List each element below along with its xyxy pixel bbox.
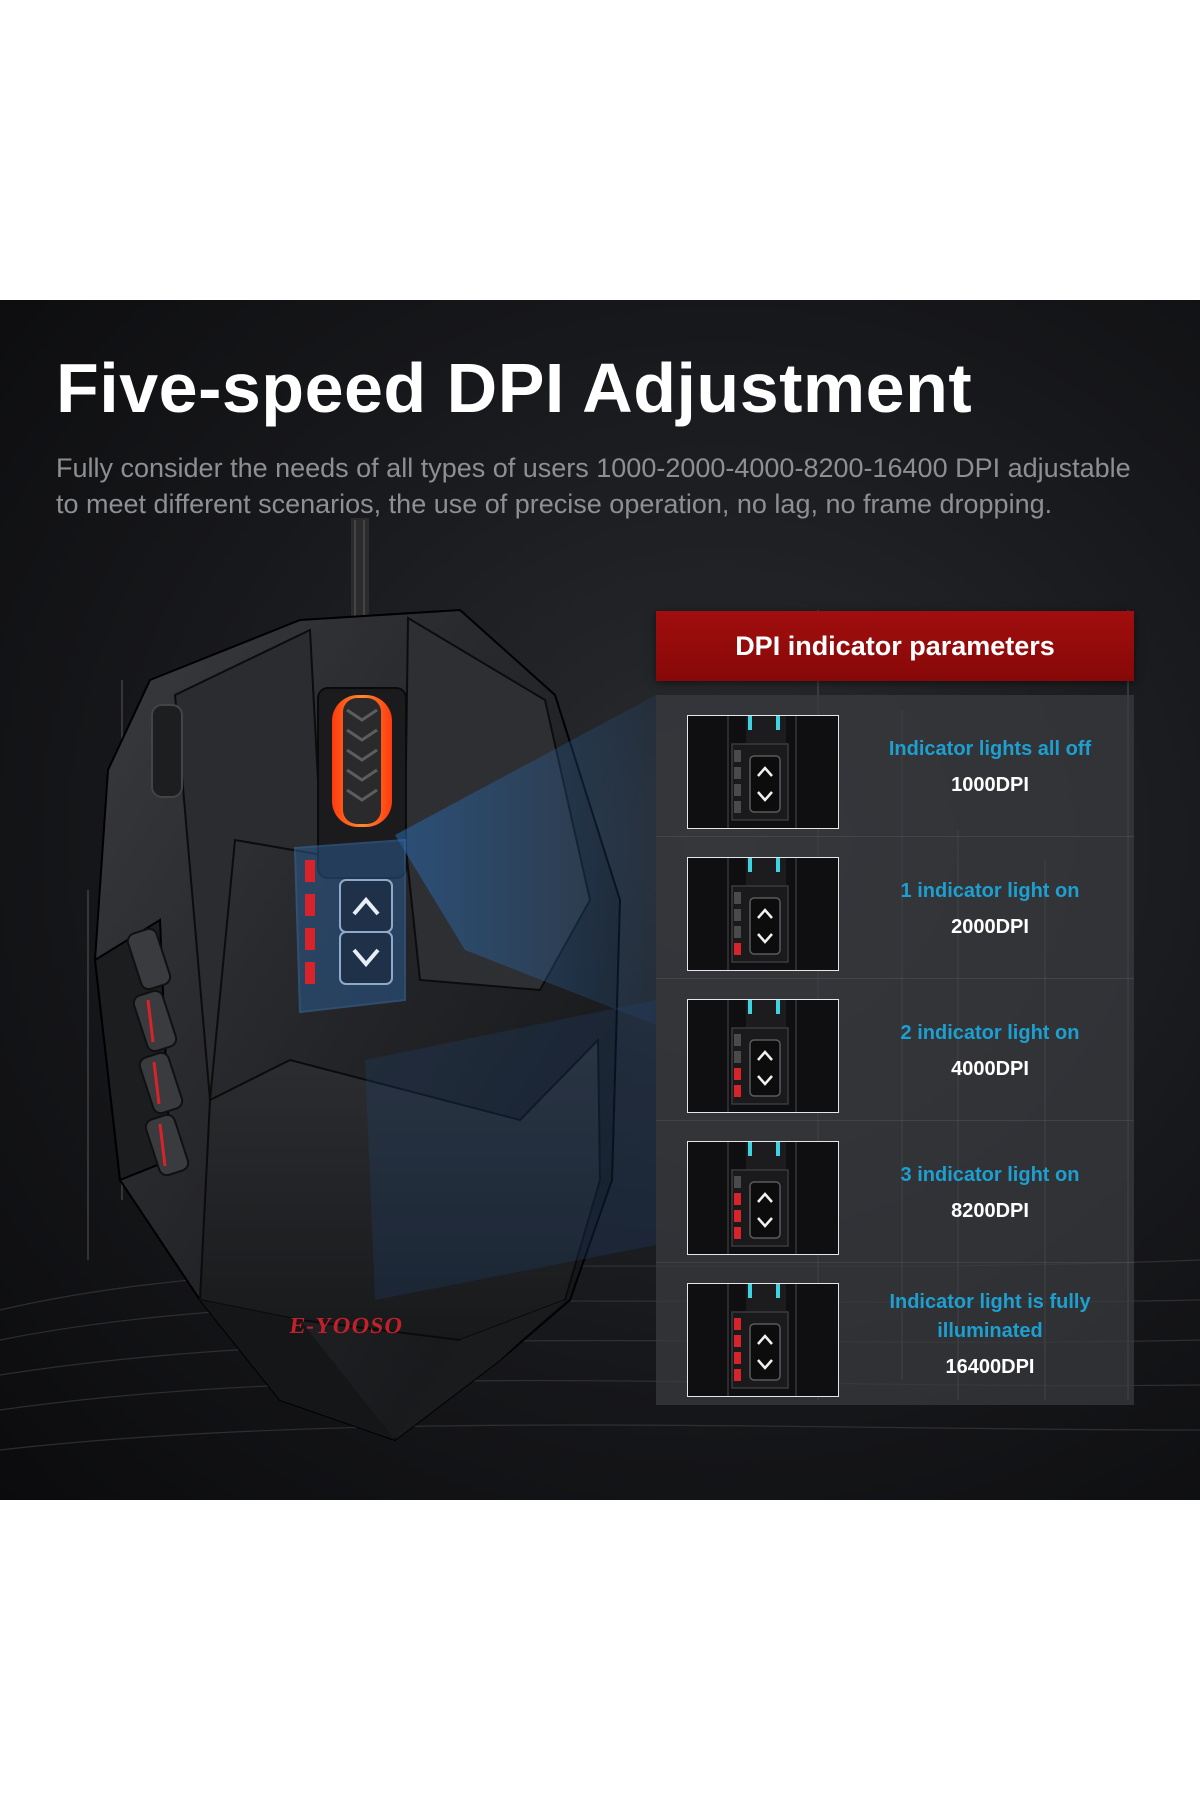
chevron-up-icon: [757, 1334, 773, 1345]
thumb-shell-edge: [727, 1000, 797, 1112]
thumb-dpi-buttons: [749, 755, 781, 813]
indicator-led-on: [734, 1352, 741, 1364]
dpi-zoom-beam: [365, 695, 656, 1300]
thumb-dpi-buttons: [749, 1323, 781, 1381]
indicator-led-off: [734, 1176, 741, 1188]
indicator-led-on: [734, 1227, 741, 1239]
dpi-value: 4000DPI: [951, 1057, 1029, 1080]
indicator-thumbnail: [687, 857, 839, 971]
indicator-led-on: [734, 1068, 741, 1080]
indicator-state: 1 indicator light on: [900, 879, 1080, 902]
dpi-value: 8200DPI: [951, 1199, 1029, 1222]
gaming-mouse-illustration: [0, 518, 1200, 1451]
dpi-table-row: 2 indicator light on 4000DPI: [656, 979, 1134, 1121]
thumb-shell-edge: [727, 1284, 797, 1396]
indicator-led-off: [734, 767, 741, 779]
cyan-led: [748, 1000, 752, 1014]
indicator-thumbnail: [687, 1141, 839, 1255]
indicator-led-on: [734, 1335, 741, 1347]
thumb-shell-edge: [727, 858, 797, 970]
chevron-up-icon: [757, 766, 773, 777]
thumb-shell-edge: [727, 1142, 797, 1254]
chevron-down-icon: [757, 933, 773, 944]
indicator-led-on: [734, 1193, 741, 1205]
indicator-led-on: [734, 1318, 741, 1330]
indicator-led-on: [734, 1210, 741, 1222]
cyan-led: [748, 858, 752, 872]
indicator-state: Indicator light is fully illuminated: [889, 1291, 1091, 1342]
indicator-diagram: [688, 1142, 838, 1254]
dpi-table-row: Indicator light is fully illuminated 164…: [656, 1263, 1134, 1404]
side-buttons: [126, 927, 190, 1177]
cyan-led: [748, 716, 752, 730]
indicator-led-off: [734, 892, 741, 904]
chevron-down-icon: [757, 791, 773, 802]
dpi-table-title: DPI indicator parameters: [656, 611, 1134, 681]
thumb-dpi-buttons: [749, 897, 781, 955]
dpi-value: 16400DPI: [945, 1356, 1035, 1378]
dpi-indicator-table: Indicator lights all off 1000DPI 1 indic…: [656, 695, 1134, 1405]
thumb-shell-edge: [727, 716, 797, 828]
indicator-led-off: [734, 750, 741, 762]
cyan-led: [776, 1284, 780, 1298]
cyan-led: [748, 1284, 752, 1298]
indicator-thumbnail: [687, 715, 839, 829]
indicator-diagram: [688, 716, 838, 828]
dpi-table-row: Indicator lights all off 1000DPI: [656, 695, 1134, 837]
indicator-led-off: [734, 1051, 741, 1063]
chevron-down-icon: [757, 1075, 773, 1086]
indicator-led-off: [734, 784, 741, 796]
cyan-led: [776, 1000, 780, 1014]
cyan-led: [776, 1142, 780, 1156]
chevron-up-icon: [757, 1192, 773, 1203]
indicator-state: 2 indicator light on: [900, 1021, 1080, 1044]
indicator-diagram: [688, 858, 838, 970]
chevron-up-icon: [757, 908, 773, 919]
indicator-state: Indicator lights all off: [888, 737, 1092, 760]
indicator-diagram: [688, 1284, 838, 1396]
indicator-led-on: [734, 1369, 741, 1381]
chevron-down-icon: [757, 1217, 773, 1228]
mouse-cable: [351, 518, 369, 618]
dpi-table-row: 1 indicator light on 2000DPI: [656, 837, 1134, 979]
chevron-down-icon: [757, 1359, 773, 1370]
description-text: Fully consider the needs of all types of…: [56, 453, 1131, 519]
chevron-up-icon: [757, 1050, 773, 1061]
indicator-led-on: [734, 943, 741, 955]
cyan-led: [776, 858, 780, 872]
scroll-wheel: [317, 687, 407, 879]
cyan-led: [748, 1142, 752, 1156]
indicator-led-off: [734, 1034, 741, 1046]
brand-logo: E-YOOSO: [288, 1313, 405, 1338]
dpi-value: 2000DPI: [951, 915, 1029, 938]
page-title: Five-speed DPI Adjustment: [56, 349, 973, 427]
dpi-table-row: 3 indicator light on 8200DPI: [656, 1121, 1134, 1263]
product-banner: Five-speed DPI Adjustment Fully consider…: [0, 300, 1200, 1500]
indicator-state: 3 indicator light on: [900, 1163, 1080, 1186]
dpi-button-panel: [293, 838, 406, 1014]
thumb-dpi-buttons: [749, 1181, 781, 1239]
indicator-led-off: [734, 801, 741, 813]
thumb-dpi-buttons: [749, 1039, 781, 1097]
indicator-thumbnail: [687, 999, 839, 1113]
indicator-diagram: [688, 1000, 838, 1112]
dpi-value: 1000DPI: [951, 773, 1029, 796]
indicator-thumbnail: [687, 1283, 839, 1397]
indicator-led-on: [734, 1085, 741, 1097]
cyan-led: [776, 716, 780, 730]
indicator-led-off: [734, 909, 741, 921]
indicator-led-off: [734, 926, 741, 938]
